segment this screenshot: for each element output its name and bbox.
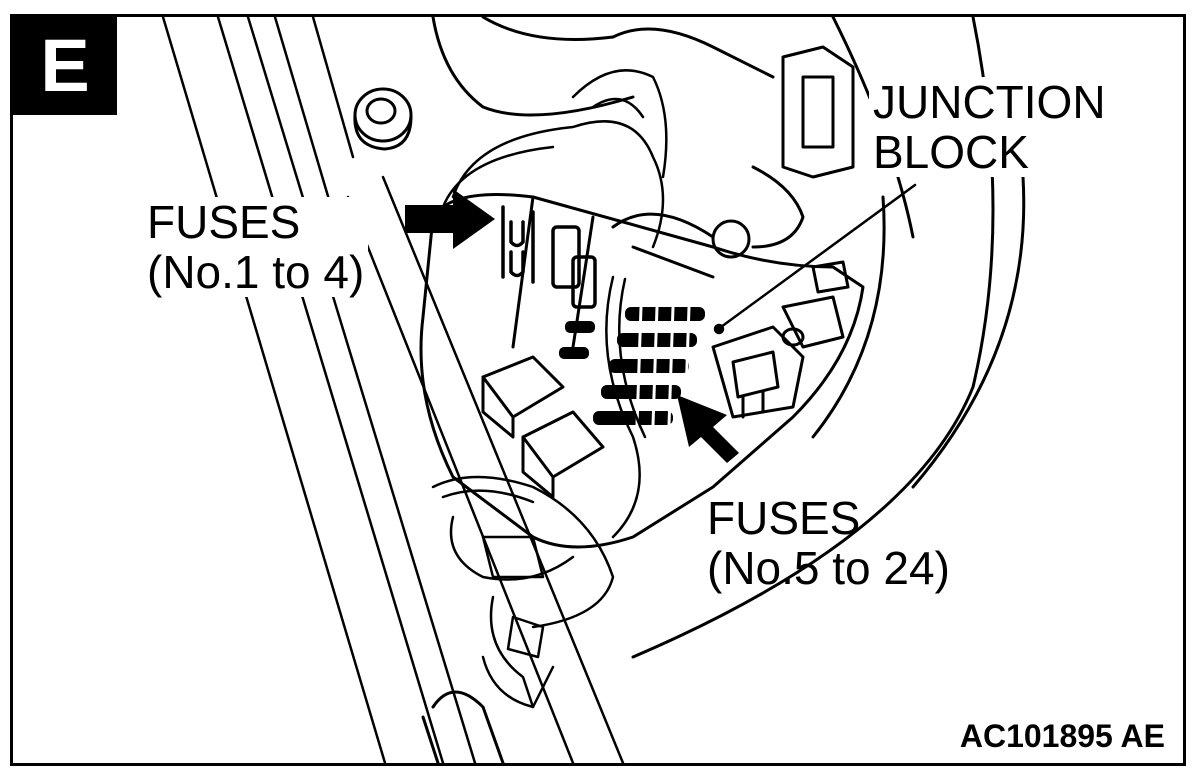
pillar-trim-lines — [161, 17, 625, 763]
fuses-1-4-label-line2: (No.1 to 4) — [147, 246, 365, 298]
figure-code: AC101895 AE — [955, 718, 1169, 755]
mounting-knob — [353, 87, 413, 151]
diagram-frame: E JUNCTION BLOCK FUSES (No.1 to 4) FUSES… — [10, 14, 1186, 766]
panel-outline — [431, 17, 1026, 659]
fuse-array-separators — [635, 305, 691, 427]
junction-block-label-line2: BLOCK — [873, 126, 1029, 178]
arrow-to-fuses-1-4 — [405, 189, 495, 249]
fuses-1-4-label: FUSES (No.1 to 4) — [143, 196, 369, 298]
junction-block-leader — [713, 183, 917, 335]
junction-block-label: JUNCTION BLOCK — [869, 77, 1110, 177]
arrow-to-fuses-5-24 — [677, 395, 739, 463]
fuses-5-24-array — [559, 307, 705, 425]
junction-block-label-line1: JUNCTION — [873, 76, 1106, 128]
wiring-harness — [431, 69, 668, 709]
fuses-1-4-group — [501, 205, 597, 309]
relays — [481, 260, 850, 499]
fuses-5-24-label: FUSES (No.5 to 24) — [703, 493, 954, 593]
lower-post — [421, 690, 505, 763]
fuses-5-24-label-line1: FUSES — [707, 492, 861, 544]
fuses-5-24-label-line2: (No.5 to 24) — [707, 542, 950, 594]
section-letter-badge: E — [13, 17, 117, 115]
fuses-1-4-label-line1: FUSES — [147, 196, 301, 248]
fuse-location-illustration — [161, 17, 1026, 763]
